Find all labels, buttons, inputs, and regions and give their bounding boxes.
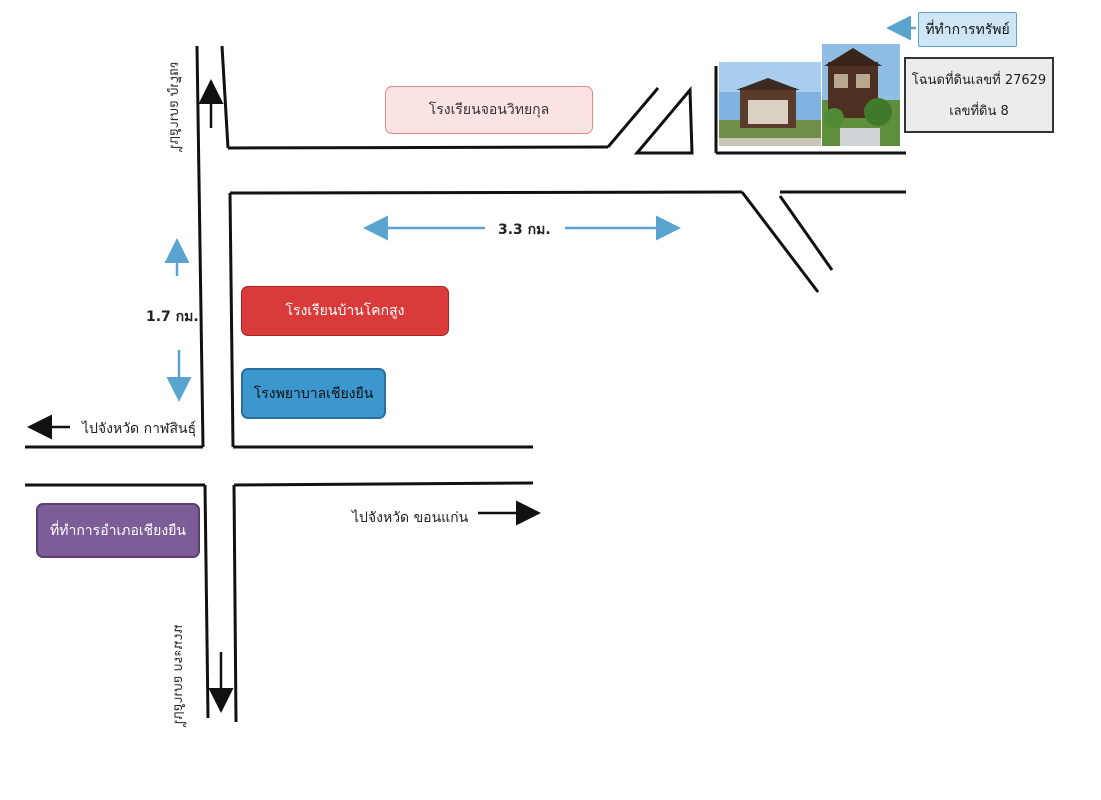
deed-land-number: เลขที่ดิน 8 bbox=[949, 104, 1009, 119]
road-traffic-island bbox=[633, 86, 694, 155]
hospital-label: โรงพยาบาลเชียงยืน bbox=[253, 385, 374, 402]
road-diagonal-b bbox=[778, 195, 834, 271]
dist-horizontal-label: 3.3 กม. bbox=[498, 222, 551, 238]
to-kalasin-label: ไปจังหวัด กาฬสินธุ์ bbox=[82, 421, 197, 437]
school-jorn-label: โรงเรียนจอนวิทยกุล bbox=[428, 102, 550, 118]
photo-house-icon bbox=[719, 44, 900, 146]
road-cross-east-bottom bbox=[233, 481, 534, 487]
district-office-label: ที่ทำการอำเภอเชียงยืน bbox=[50, 522, 186, 539]
roads bbox=[25, 45, 906, 723]
road-main-left-upper bbox=[195, 45, 205, 448]
district-office-box: ที่ทำการอำเภอเชียงยืน bbox=[36, 503, 200, 558]
road-diagonal-a bbox=[740, 191, 820, 293]
road-main-right-mid bbox=[228, 192, 235, 448]
to-kranuan-label: ไปอำเภอ กระนวน bbox=[170, 624, 186, 727]
property-tag-label: ที่ทำการทรัพย์ bbox=[925, 21, 1010, 38]
to-phuwiang-label: ไปอำเภอ ภูเวียง bbox=[166, 61, 182, 152]
school-jorn-box: โรงเรียนจอนวิทยกุล bbox=[385, 86, 593, 134]
road-branch-a bbox=[606, 87, 660, 148]
dist-vertical-label: 1.7 กม. bbox=[146, 309, 199, 325]
deed-box: โฉนดที่ดินเลขที่ 27629 เลขที่ดิน 8 bbox=[904, 57, 1054, 133]
road-upper-bottom-edge bbox=[229, 190, 743, 195]
school-khoksung-label: โรงเรียนบ้านโคกสูง bbox=[285, 303, 405, 319]
road-upper-top-edge bbox=[227, 145, 609, 150]
property-tag: ที่ทำการทรัพย์ bbox=[918, 12, 1017, 47]
to-khonkaen-label: ไปจังหวัด ขอนแก่น bbox=[352, 510, 469, 526]
school-khoksung-box: โรงเรียนบ้านโคกสูง bbox=[241, 286, 449, 336]
hospital-box: โรงพยาบาลเชียงยืน bbox=[241, 368, 386, 419]
deed-number: โฉนดที่ดินเลขที่ 27629 bbox=[911, 73, 1047, 88]
road-main-right-upper bbox=[220, 45, 230, 149]
road-main-right-lower bbox=[232, 484, 238, 723]
road-main-left-lower bbox=[203, 484, 210, 719]
